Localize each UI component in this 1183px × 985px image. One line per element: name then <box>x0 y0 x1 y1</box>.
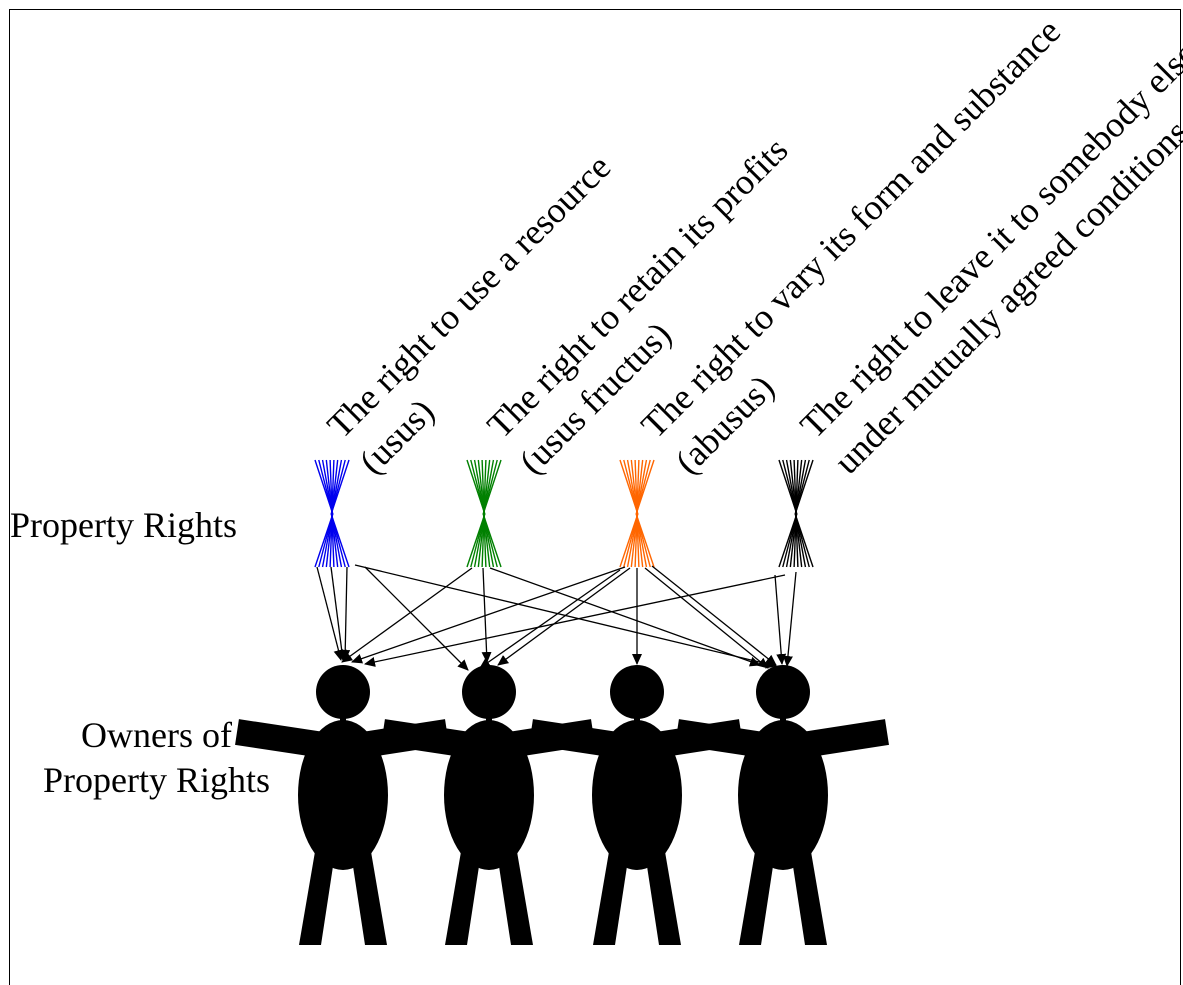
arrow-fructus-to-owner-1 <box>341 567 473 663</box>
arrow-abusus-to-owner-4a <box>644 567 769 669</box>
arrow-fructus-to-owner-2 <box>481 567 492 663</box>
owners-label-line2: Property Rights <box>43 760 270 800</box>
arrow-abusus-to-owner-2b <box>479 569 621 669</box>
owner-1-person-silhouette-icon <box>235 665 449 945</box>
owner-2-person-silhouette-icon <box>381 665 595 945</box>
arrow-usus-to-owner-1c <box>340 566 351 661</box>
owners-label-line1: Owners of <box>81 715 232 755</box>
arrow-transfer-to-owner-4b <box>782 571 797 667</box>
property-rights-label: Property Rights <box>10 505 237 545</box>
rights-bundle-2 <box>466 459 502 568</box>
arrow-transfer-to-owner-4a <box>774 574 787 665</box>
rights-allocation-arrows <box>316 564 797 671</box>
rights-bundle-1 <box>314 459 350 568</box>
arrow-abusus-to-owner-4b <box>651 565 777 666</box>
arrow-usus-to-owner-2 <box>364 566 469 671</box>
arrow-fructus-to-owner-4 <box>489 567 761 667</box>
arrow-usus-to-owner-1b <box>330 566 347 661</box>
arrow-usus-to-owner-1 <box>316 566 344 661</box>
rights-bundle-4 <box>778 459 814 568</box>
diagram-frame <box>9 9 1181 985</box>
arrow-transfer-to-owner-1 <box>364 574 786 667</box>
arrow-abusus-to-owner-2a <box>497 567 631 666</box>
rights-bundle-3 <box>619 459 655 568</box>
owner-3-person-silhouette-icon <box>529 665 743 945</box>
svg-text:under mutually agreed conditio: under mutually agreed conditions <box>826 112 1183 482</box>
arrow-abusus-to-owner-1 <box>351 566 626 664</box>
owner-4-person-silhouette-icon <box>675 665 889 945</box>
